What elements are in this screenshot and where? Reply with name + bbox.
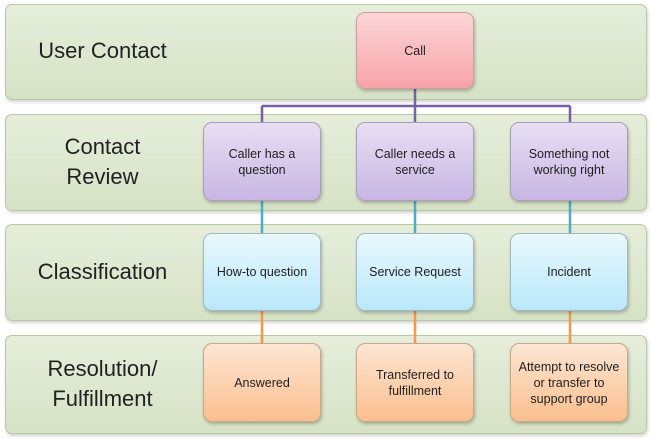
node-service-request: Service Request xyxy=(356,233,474,311)
node-transferred-to-fulfillment: Transferred to fulfillment xyxy=(356,343,474,422)
node-something-not-working: Something not working right xyxy=(510,122,628,201)
node-incident: Incident xyxy=(510,233,628,311)
node-how-to-question: How-to question xyxy=(203,233,321,311)
lane-label-classification: Classification xyxy=(37,258,168,284)
connector-call-to-review xyxy=(260,88,572,122)
node-call: Call xyxy=(356,12,474,89)
node-attempt-resolve-or-transfer: Attempt to resolve or transfer to suppor… xyxy=(510,343,628,422)
lane-label-resolution: Resolution/ Fulfillment xyxy=(47,355,158,411)
node-caller-has-question: Caller has a question xyxy=(203,122,321,201)
lane-user-contact xyxy=(5,4,647,100)
lane-label-user-contact: User Contact xyxy=(38,38,167,63)
node-caller-needs-service: Caller needs a service xyxy=(356,122,474,201)
lane-label-contact-review: Contact Review xyxy=(64,133,141,189)
node-answered: Answered xyxy=(203,343,321,422)
